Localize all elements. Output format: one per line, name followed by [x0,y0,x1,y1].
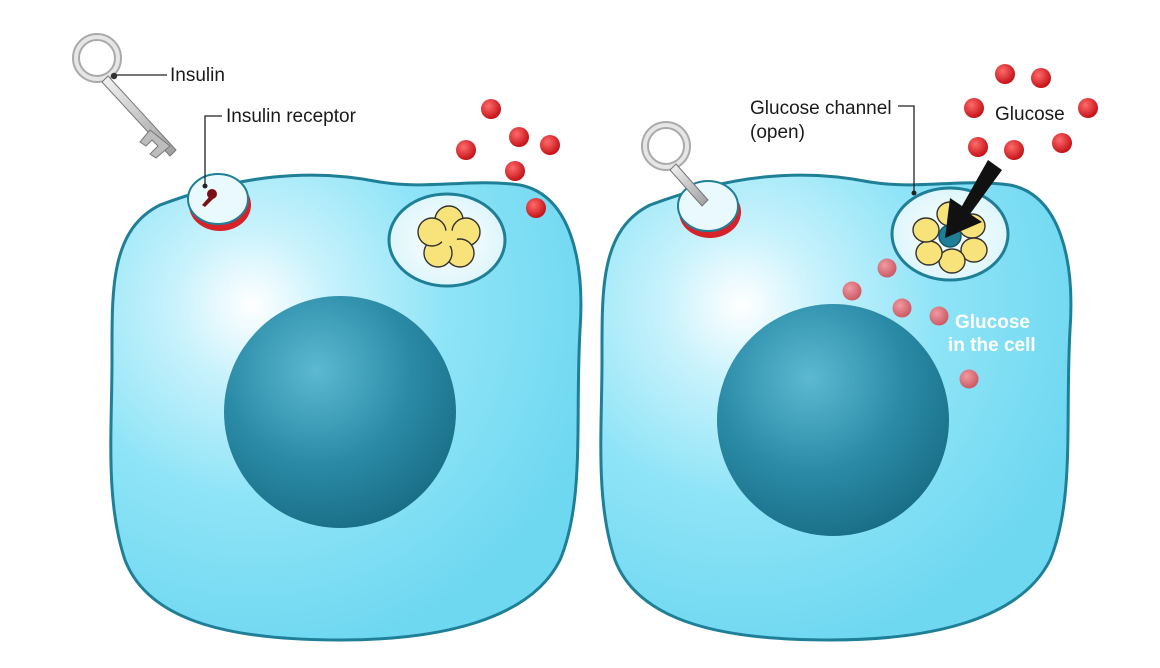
right-nucleus [717,304,949,536]
left-insulin-receptor-icon [187,173,251,231]
glucose-molecule [505,161,525,181]
glucose-molecule [1004,140,1024,160]
glucose-molecule [509,127,529,147]
glucose-molecule-inside [842,281,862,301]
right-insulin-key-icon [641,121,709,207]
glucose-molecule [526,198,546,218]
glucose-molecule [481,99,501,119]
glucose-molecule [1078,98,1098,118]
glucose-channel-label-line2: (open) [750,122,805,143]
glucose-molecule-inside [959,369,979,389]
glucose-in-cell-label-line2: in the cell [948,335,1036,356]
glucose-in-cell-label-line1: Glucose [955,312,1030,333]
left-cell: Insulin Insulin receptor [72,33,583,642]
glucose-molecule-inside [892,298,912,318]
glucose-molecule [995,64,1015,84]
glucose-channel-leader [898,105,915,192]
left-glucose-group [456,99,560,218]
glucose-molecule [456,140,476,160]
right-entry-arrow-icon [945,160,1002,238]
glucose-molecule [1031,68,1051,88]
right-glucose-inside-group [842,258,979,389]
insulin-receptor-label: Insulin receptor [226,106,357,127]
left-insulin-key-icon [72,33,177,159]
right-cell: Glucose channel (open) Glucose Glucose i… [599,64,1098,642]
right-glucose-group [964,64,1098,160]
glucose-molecule [968,137,988,157]
glucose-label: Glucose [995,104,1065,125]
glucose-molecule [540,135,560,155]
left-nucleus [224,296,456,528]
glucose-molecule [1052,133,1072,153]
left-glucose-channel-icon [387,192,507,288]
glucose-channel-label-line1: Glucose channel [750,98,892,119]
glucose-molecule-inside [877,258,897,278]
insulin-receptor-leader [204,115,222,185]
glucose-molecule-inside [929,306,949,326]
insulin-label: Insulin [170,65,225,86]
glucose-molecule [964,98,984,118]
